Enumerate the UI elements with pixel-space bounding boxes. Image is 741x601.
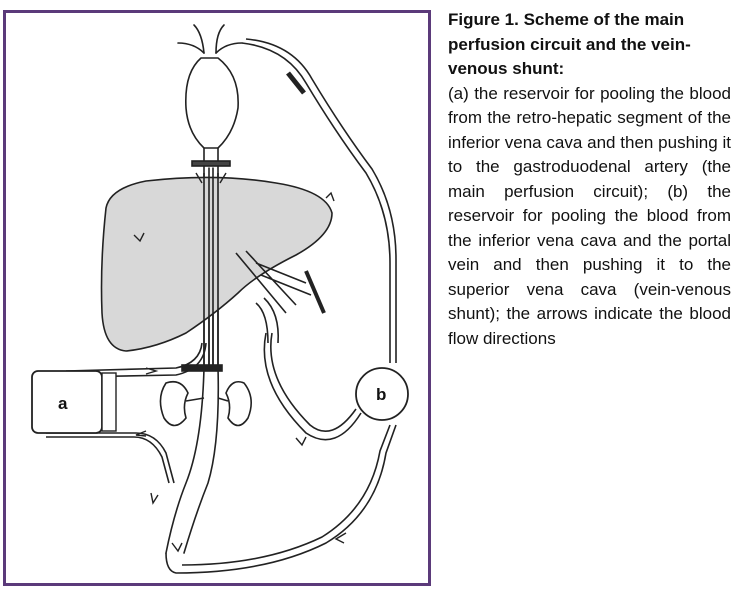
liver-shape	[100, 176, 333, 352]
perfusion-scheme-illustration: a b	[31, 24, 409, 574]
inferior-vena-cava-line	[165, 367, 220, 554]
left-kidney	[159, 380, 189, 427]
figure-frame: a b	[3, 10, 431, 586]
portal-vessels	[235, 250, 312, 314]
caption-body: (a) the reservoir for pooling the blood …	[448, 83, 731, 348]
circuit-b-upper-tubing	[241, 42, 391, 363]
flow-arrows	[133, 172, 347, 553]
circuit-b-lower-tubing	[165, 424, 397, 574]
superior-vessel-top	[193, 24, 225, 54]
reservoir-a-label: a	[58, 394, 68, 413]
circuit-a-tubing	[65, 342, 207, 378]
figure-caption: Figure 1. Scheme of the main perfusion c…	[448, 8, 731, 351]
lower-clamp	[181, 364, 223, 372]
reservoir-b	[355, 367, 409, 421]
right-kidney	[225, 380, 252, 427]
reservoir-b-label: b	[376, 385, 386, 404]
upper-clamp	[191, 160, 231, 167]
heart-shape	[184, 57, 239, 149]
caption-title: Figure 1. Scheme of the main perfusion c…	[448, 10, 691, 78]
